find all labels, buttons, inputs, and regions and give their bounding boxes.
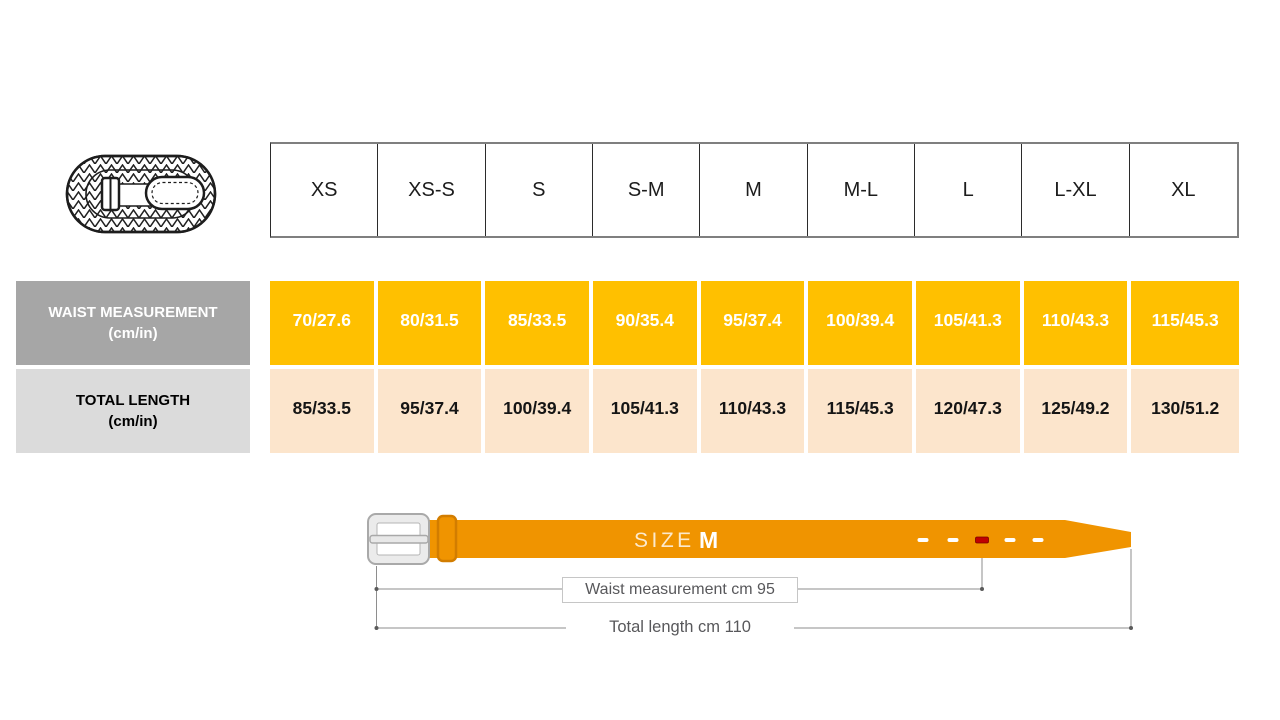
waist-value-cell: 100/39.4 <box>808 281 916 365</box>
size-column-header: XS-S <box>378 144 486 236</box>
size-column-header: L <box>915 144 1023 236</box>
belt-measurement-diagram: SIZE M <box>367 513 1133 630</box>
waist-row-label-line2: (cm/in) <box>108 325 158 342</box>
braided-belt-icon <box>65 154 217 234</box>
belt-hole <box>917 538 929 542</box>
total-value-cell: 130/51.2 <box>1131 369 1239 453</box>
size-column-header: M <box>700 144 808 236</box>
belt-buckle <box>367 513 430 565</box>
waist-measurement-note: Waist measurement cm 95 <box>562 577 798 603</box>
total-length-note: Total length cm 110 <box>566 615 794 639</box>
waist-value-cell: 115/45.3 <box>1131 281 1239 365</box>
belt-strap <box>425 520 1131 558</box>
waist-value-cell: 110/43.3 <box>1023 281 1132 365</box>
waist-value-cell: 95/37.4 <box>700 281 809 365</box>
total-value-cell: 100/39.4 <box>485 369 593 453</box>
total-value-cell: 120/47.3 <box>915 369 1024 453</box>
waist-value-cell: 90/35.4 <box>592 281 701 365</box>
size-column-header: XS <box>271 144 379 236</box>
belt-hole <box>1032 538 1044 542</box>
total-length-row: 85/33.5 95/37.4 100/39.4 105/41.3 110/43… <box>270 369 1239 453</box>
total-value-cell: 105/41.3 <box>592 369 701 453</box>
waist-row-label-line1: WAIST MEASUREMENT <box>48 304 218 321</box>
total-row-label: TOTAL LENGTH (cm/in) <box>16 369 250 453</box>
waist-value-cell: 85/33.5 <box>485 281 593 365</box>
size-header-row: XS XS-S S S-M M M-L L L-XL XL <box>270 142 1239 238</box>
total-value-cell: 110/43.3 <box>700 369 809 453</box>
waist-measurement-row: 70/27.6 80/31.5 85/33.5 90/35.4 95/37.4 … <box>270 281 1239 365</box>
size-column-header: M-L <box>808 144 915 236</box>
measurement-endpoints <box>374 587 1133 630</box>
total-value-cell: 95/37.4 <box>377 369 486 453</box>
total-row-label-line2: (cm/in) <box>108 413 158 430</box>
total-value-cell: 85/33.5 <box>270 369 378 453</box>
belt-hole <box>947 538 959 542</box>
size-column-header: S-M <box>593 144 701 236</box>
waist-value-cell: 105/41.3 <box>915 281 1024 365</box>
belt-keeper <box>436 514 458 563</box>
waist-row-label: WAIST MEASUREMENT (cm/in) <box>16 281 250 365</box>
total-value-cell: 125/49.2 <box>1023 369 1132 453</box>
size-column-header: L-XL <box>1022 144 1130 236</box>
size-word-label: SIZE <box>634 529 695 552</box>
size-value-label: M <box>699 527 718 553</box>
belt-hole <box>1004 538 1016 542</box>
size-column-header: XL <box>1171 178 1196 201</box>
total-value-cell: 115/45.3 <box>808 369 916 453</box>
belt-holes <box>917 536 1044 544</box>
size-column-header: S <box>486 144 593 236</box>
waist-value-cell: 70/27.6 <box>270 281 378 365</box>
total-row-label-line1: TOTAL LENGTH <box>75 392 191 409</box>
belt-hole-highlighted <box>975 536 989 544</box>
braided-belt-illustration <box>62 146 220 242</box>
waist-value-cell: 80/31.5 <box>377 281 486 365</box>
